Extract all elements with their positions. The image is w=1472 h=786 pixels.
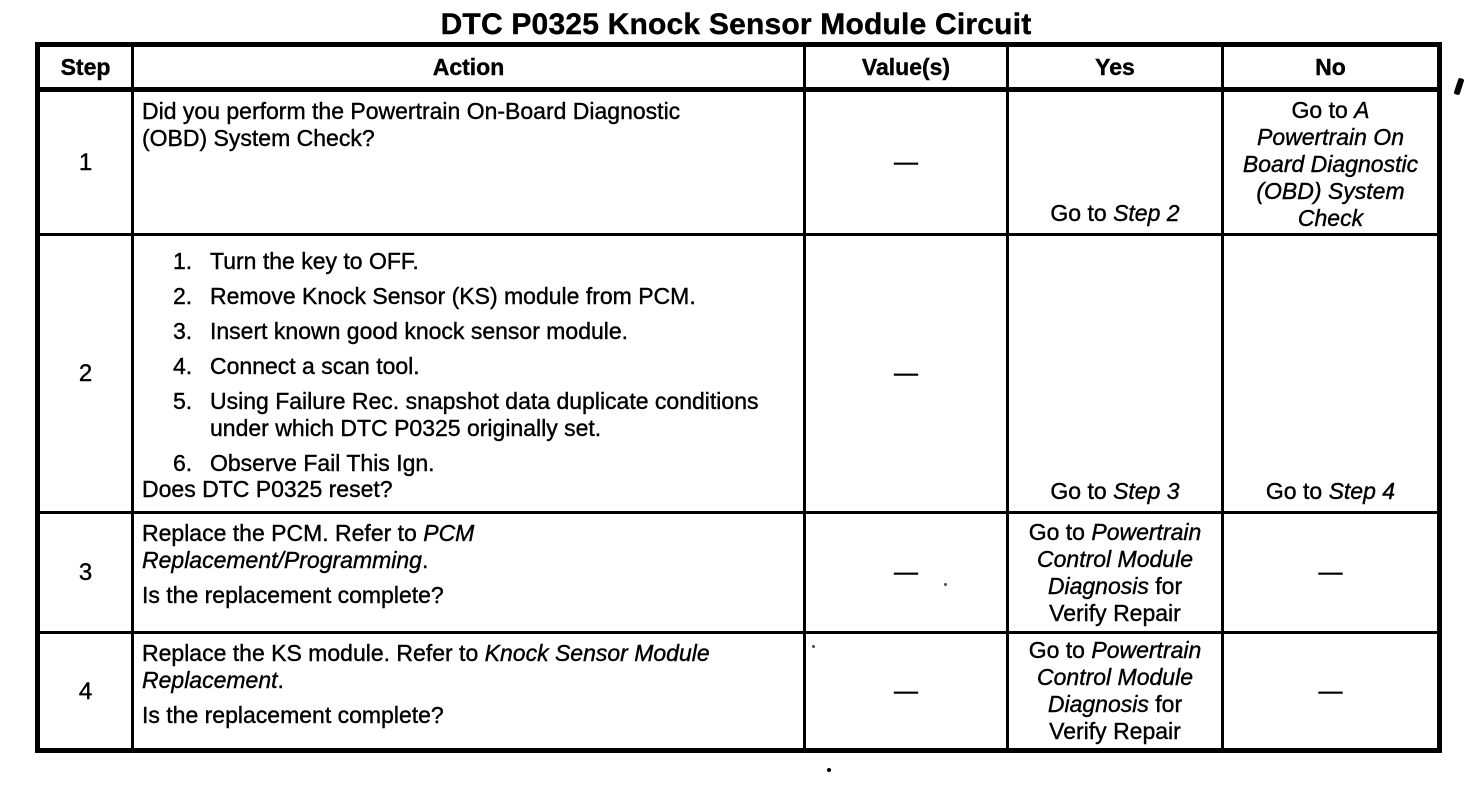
no-cell: — [1221,631,1441,752]
column-header-action: Action [131,43,806,92]
step-number: 4 [36,631,134,752]
scan-artifact [1453,77,1465,96]
no-cell: Go to Step 4 [1221,233,1441,514]
value-cell: — [803,631,1009,752]
table-row-step-2: 2 Turn the key to OFF. Remove Knock Senso… [36,233,1441,514]
step-number: 1 [36,88,134,236]
value-cell: — [803,233,1009,514]
action-substep: Using Failure Rec. snapshot data duplica… [173,388,759,441]
action-cell: Turn the key to OFF. Remove Knock Sensor … [131,233,806,514]
action-question: Is the replacement complete? [142,582,444,608]
step-number: 3 [36,511,134,634]
action-cell: Did you perform the Powertrain On-Board … [131,88,806,236]
yes-cell: Go to Step 3 [1006,233,1224,514]
column-header-yes: Yes [1006,43,1224,92]
column-header-step: Step [36,43,134,92]
column-header-values: Value(s) [803,43,1009,92]
action-substep: Insert known good knock sensor module. [173,318,629,345]
scan-artifact [944,583,947,586]
header-row: Step Action Value(s) Yes No [36,43,1441,92]
action-question: Is the replacement complete? [142,702,444,728]
value-cell: — [803,88,1009,236]
page-title: DTC P0325 Knock Sensor Module Circuit [440,8,1032,41]
action-cell: Replace the KS module. Refer to Knock Se… [131,631,806,752]
column-header-no: No [1221,43,1441,92]
table-row-step-1: 1 Did you perform the Powertrain On-Boar… [36,88,1441,236]
value-cell: — [803,511,1009,634]
action-substep: Remove Knock Sensor (KS) module from PCM… [173,283,696,310]
action-substep: Connect a scan tool. [173,353,420,380]
step-number: 2 [36,233,134,514]
action-question: Does DTC P0325 reset? [142,476,393,502]
table-row-step-4: 4 Replace the KS module. Refer to Knock … [36,631,1441,752]
action-substeps-list: Turn the key to OFF. Remove Knock Sensor … [142,248,797,477]
scan-artifact [812,645,815,648]
action-substep: Observe Fail This Ign. [173,450,435,477]
scan-artifact [827,768,831,772]
action-text: Replace the KS module. Refer to Knock Se… [142,640,710,693]
yes-cell: Go to Step 2 [1006,88,1224,236]
no-cell: — [1221,511,1441,634]
action-substep: Turn the key to OFF. [173,248,419,275]
diagnostic-table: Step Action Value(s) Yes No 1 Did you pe… [35,42,1442,753]
